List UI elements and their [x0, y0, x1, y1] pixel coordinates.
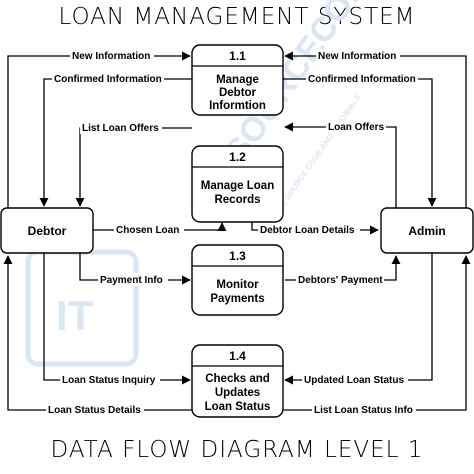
flow-label-payment-info: Payment Info	[100, 275, 163, 286]
watermark-logo-text: IT	[56, 292, 94, 339]
flow-label-new-info-left: New Information	[72, 51, 150, 62]
process-1-1-line-1: Manage	[216, 74, 259, 86]
flow-label-chosen-loan: Chosen Loan	[116, 225, 179, 236]
process-1-4[interactable]: 1.4 Checks and Updates Loan Status	[191, 344, 284, 418]
process-1-4-line-3: Loan Status	[205, 401, 271, 413]
entity-debtor[interactable]: Debtor	[0, 207, 94, 254]
process-1-1[interactable]: 1.1 Manage Debtor Informtion	[191, 44, 284, 116]
diagram-title: LOAN MANAGEMENT SYSTEM	[58, 4, 416, 30]
process-1-2[interactable]: 1.2 Manage Loan Records	[191, 145, 284, 223]
process-1-3-number: 1.3	[229, 249, 246, 263]
flow-line-updated-status	[284, 253, 433, 385]
process-1-1-number: 1.1	[229, 49, 246, 63]
process-1-3-line-2: Payments	[210, 293, 264, 305]
process-1-4-line-1: Checks and	[205, 373, 270, 385]
flow-line-list-offers	[75, 127, 192, 207]
process-1-1-line-2: Debtor	[219, 87, 257, 99]
process-1-2-line-2: Records	[214, 194, 260, 206]
process-1-3-line-1: Monitor	[216, 279, 259, 291]
flow-label-status-info: List Loan Status Info	[314, 405, 413, 416]
flow-label-debtors-payment: Debtors' Payment	[298, 275, 383, 286]
flow-label-status-details: Loan Status Details	[48, 405, 141, 416]
process-1-2-line-1: Manage Loan	[201, 180, 274, 192]
flow-label-list-offers: List Loan Offers	[82, 123, 159, 134]
process-1-3[interactable]: 1.3 Monitor Payments	[191, 244, 284, 316]
process-1-4-number: 1.4	[229, 349, 246, 363]
flow-line-confirmed-left	[39, 78, 193, 207]
flow-label-confirmed-right: Confirmed Information	[308, 74, 416, 85]
entity-debtor-label: Debtor	[28, 224, 67, 238]
flow-label-new-info-right: New Information	[318, 51, 396, 62]
flow-label-loan-offers: Loan Offers	[328, 122, 385, 133]
flow-label-debtor-details: Debtor Loan Details	[260, 225, 355, 236]
process-1-2-number: 1.2	[229, 150, 246, 164]
flow-label-confirmed-left: Confirmed Information	[54, 74, 162, 85]
flow-line-loan-offers	[284, 122, 397, 208]
entity-admin-label: Admin	[408, 224, 445, 238]
diagram-subtitle: DATA FLOW DIAGRAM LEVEL 1	[50, 437, 424, 463]
flow-label-status-inquiry: Loan Status Inquiry	[62, 375, 156, 386]
process-1-4-line-2: Updates	[215, 387, 260, 399]
process-1-1-line-3: Informtion	[209, 100, 266, 112]
flow-label-updated-status: Updated Loan Status	[304, 375, 404, 386]
entity-admin[interactable]: Admin	[380, 207, 474, 254]
